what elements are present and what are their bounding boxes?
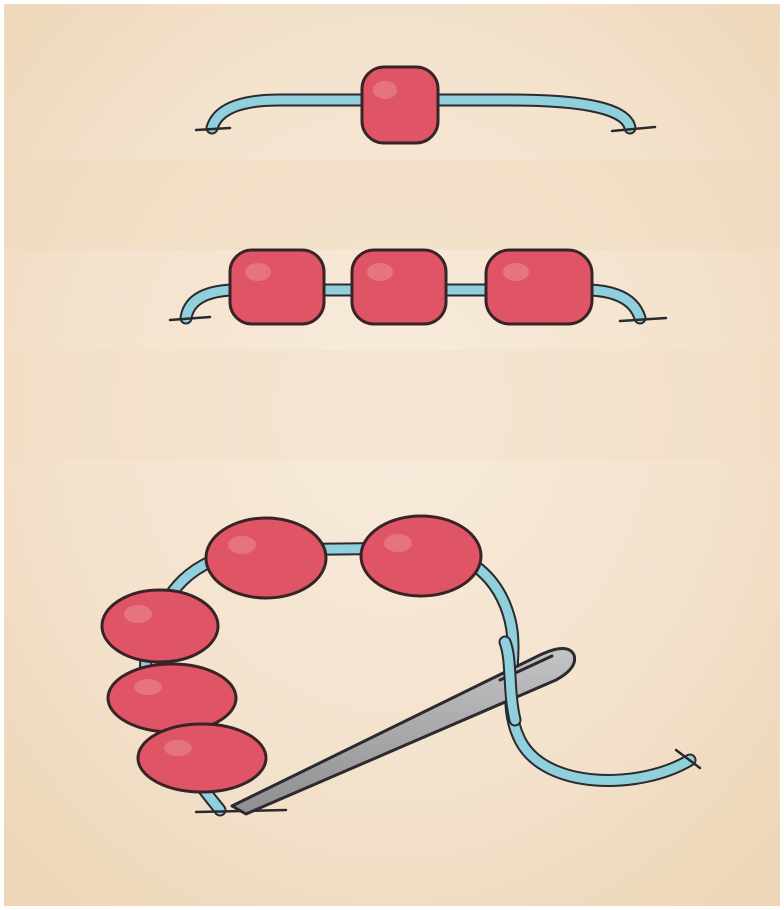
bead-highlight [228,536,256,554]
bead-highlight [164,740,192,756]
bead [230,250,324,324]
bead [486,250,592,324]
bead-highlight [384,534,412,552]
paper-stain-mid [4,350,780,460]
bead-highlight [134,679,162,695]
bead [361,516,481,596]
bead [102,590,218,662]
bead-highlight [373,81,397,99]
bead [138,724,266,792]
bead [362,67,438,143]
bead-highlight [245,263,271,281]
bead-highlight [503,263,529,281]
bead [352,250,446,324]
bead-highlight [124,605,152,623]
paper-stain-top [4,160,780,250]
bead [108,664,236,732]
bead [206,518,326,598]
bead-highlight [367,263,393,281]
